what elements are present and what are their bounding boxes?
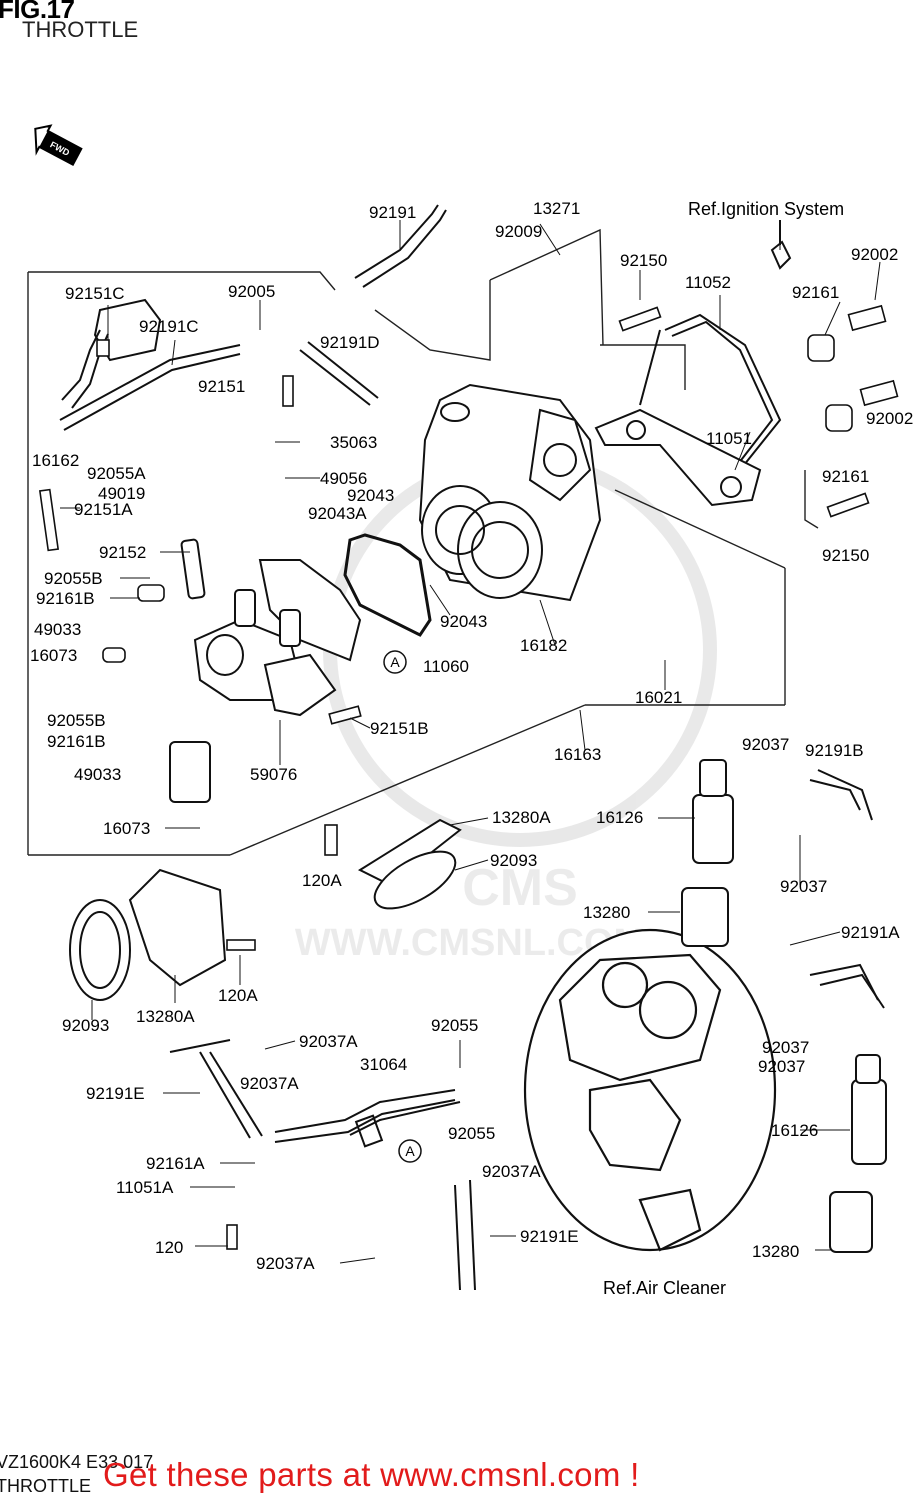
part-label: 92150	[620, 251, 667, 270]
figure-title: FIG.17	[0, 0, 75, 24]
part-label: 11051	[706, 429, 752, 448]
assembly-outline	[27, 228, 819, 856]
part-label: 16073	[30, 646, 77, 665]
part-label: 92191A	[841, 923, 900, 942]
part-label: 49033	[74, 765, 121, 784]
part-label: 35063	[330, 433, 377, 452]
part-label: 92093	[62, 1016, 109, 1035]
footer-section-name: THROTTLE	[0, 1476, 92, 1496]
part-label: 16126	[771, 1121, 818, 1140]
injector-assembly	[169, 538, 362, 803]
air-cleaner-plate	[523, 928, 777, 1252]
part-label: 92002	[851, 245, 898, 264]
part-label: 120A	[218, 986, 258, 1005]
part-label: 13280	[752, 1242, 799, 1261]
part-31064-fuel-lines	[274, 1089, 461, 1148]
leader-lines	[60, 220, 881, 1264]
marker-a-2: A	[398, 1139, 422, 1163]
part-label: 11060	[423, 657, 469, 676]
throttle-body	[418, 383, 602, 602]
part-label: 92161B	[47, 732, 106, 751]
part-label: 92037	[758, 1057, 805, 1076]
part-labels: 92191 13271 92009 92150 11052 92161 9200…	[30, 199, 913, 1273]
part-label: 16162	[32, 451, 79, 470]
part-label: 92055	[431, 1016, 478, 1035]
svg-text:A: A	[405, 1143, 415, 1159]
part-label: 92043	[347, 486, 394, 505]
intake-joints	[69, 818, 462, 1001]
part-label: 92151	[198, 377, 245, 396]
part-label: 92002	[866, 409, 913, 428]
part-11051-lever	[594, 408, 762, 507]
part-11052-rod	[639, 220, 792, 471]
part-label: 13280A	[492, 808, 551, 827]
footer-model-code: VZ1600K4 E33 017	[0, 1452, 154, 1472]
hose-lines	[59, 204, 885, 1291]
part-label: 49033	[34, 620, 81, 639]
figure-subtitle: THROTTLE	[22, 17, 139, 42]
watermark-cms: CMS	[462, 859, 578, 917]
part-label: 13280A	[136, 1007, 195, 1026]
part-label: 92151C	[65, 284, 125, 303]
part-label: 16126	[596, 808, 643, 827]
part-label: 49019	[98, 484, 145, 503]
part-label: 31064	[360, 1055, 407, 1074]
marker-a-1: A	[383, 650, 407, 674]
part-label: 92055B	[47, 711, 106, 730]
part-label: 92043	[440, 612, 487, 631]
part-label: 92152	[99, 543, 146, 562]
fuel-filters	[681, 759, 887, 1253]
part-label: 92037	[780, 877, 827, 896]
ref-ignition-system: Ref.Ignition System	[688, 199, 844, 219]
part-label: 92093	[490, 851, 537, 870]
part-label: 92037A	[482, 1162, 541, 1181]
part-label: 11051A	[116, 1178, 174, 1197]
part-label: 120A	[302, 871, 342, 890]
part-label: 16073	[103, 819, 150, 838]
part-label: 92161A	[146, 1154, 205, 1173]
part-label: 16182	[520, 636, 567, 655]
part-label: 92191	[369, 203, 416, 222]
part-label: 11052	[685, 273, 731, 292]
part-label: 92191E	[86, 1084, 145, 1103]
fwd-arrow-icon: FWD	[34, 124, 83, 167]
part-label: 92191C	[139, 317, 199, 336]
part-label: 92191B	[805, 741, 864, 760]
part-label: 92161	[822, 467, 869, 486]
part-label: 92191D	[320, 333, 380, 352]
cmsnl-parts-link[interactable]: Get these parts at www.cmsnl.com !	[103, 1456, 640, 1493]
part-label: 13271	[533, 199, 580, 218]
part-label: 92150	[822, 546, 869, 565]
part-label: 16021	[635, 688, 682, 707]
part-label: 92037A	[256, 1254, 315, 1273]
part-label: 92191E	[520, 1227, 579, 1246]
part-label: 92161B	[36, 589, 95, 608]
part-label: 92055B	[44, 569, 103, 588]
part-label: 59076	[250, 765, 297, 784]
part-label: 92037A	[240, 1074, 299, 1093]
part-label: 92161	[792, 283, 839, 302]
part-label: 92151A	[74, 500, 133, 519]
part-label: 49056	[320, 469, 367, 488]
part-11060-gasket	[343, 533, 432, 637]
part-label: 92037	[742, 735, 789, 754]
part-label: 16163	[554, 745, 601, 764]
part-label: 92009	[495, 222, 542, 241]
part-label: 92005	[228, 282, 275, 301]
ref-air-cleaner: Ref.Air Cleaner	[603, 1278, 726, 1298]
part-label: 92055	[448, 1124, 495, 1143]
part-label: 92043A	[308, 504, 367, 523]
part-label: 92055A	[87, 464, 146, 483]
bolts-and-screws	[38, 304, 899, 1250]
part-label: 92037A	[299, 1032, 358, 1051]
part-label: 92151B	[370, 719, 429, 738]
part-label: 120	[155, 1238, 183, 1257]
part-label: 92037	[762, 1038, 809, 1057]
svg-text:A: A	[390, 654, 400, 670]
part-label: 13280	[583, 903, 630, 922]
